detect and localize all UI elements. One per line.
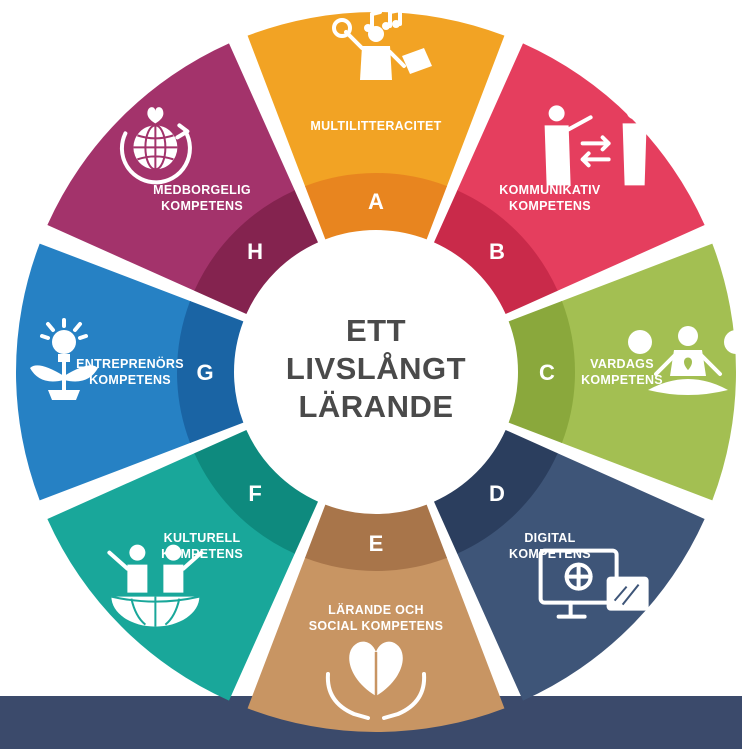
segment-inner-f — [194, 429, 319, 554]
segment-g: G ENTREPRENÖRS KOMPETENS — [15, 243, 244, 501]
segment-inner-h — [194, 190, 319, 315]
segment-e: E LÄRANDE OCH SOCIAL KOMPETENS — [247, 504, 505, 732]
segment-title: ENTREPRENÖRS — [76, 356, 184, 371]
segment-inner-g — [177, 301, 244, 443]
person-reading-music-icon — [332, 8, 432, 80]
segment-letter: H — [247, 239, 263, 264]
segment-inner-c — [508, 301, 575, 443]
segment-letter: E — [369, 531, 384, 556]
center-line-1: ETT — [346, 313, 406, 348]
segment-a: A MULTILITTERACITET — [247, 8, 505, 240]
segment-title: KOMPETENS — [581, 373, 663, 387]
segment-outer-b — [456, 43, 705, 292]
segment-b: B KOMMUNIKATIV KOMPETENS — [433, 43, 705, 315]
segment-outer-g — [15, 243, 192, 501]
center-line-3: LÄRANDE — [298, 389, 453, 424]
segment-title: KOMPETENS — [89, 373, 171, 387]
segment-inner-d — [433, 429, 558, 554]
segment-h: H MEDBORGELIG KOMPETENS — [47, 43, 319, 315]
segment-outer-e — [247, 556, 505, 732]
segment-letter: D — [489, 481, 505, 506]
segment-title: KOMPETENS — [509, 199, 591, 213]
segment-inner-e — [305, 504, 447, 571]
segment-title: MULTILITTERACITET — [310, 119, 441, 133]
segment-outer-a — [247, 11, 505, 188]
segment-outer-c — [560, 243, 736, 501]
two-people-arrows-icon — [544, 103, 647, 186]
segment-title: DIGITAL — [524, 531, 575, 545]
segment-outer-h — [47, 43, 296, 292]
segment-letter: C — [539, 360, 555, 385]
segment-title: LÄRANDE OCH — [328, 602, 424, 617]
puzzle-heart-hands-icon — [325, 641, 427, 720]
segment-title: KULTURELL — [164, 531, 241, 545]
segment-letter: B — [489, 239, 505, 264]
center-label: ETT LIVSLÅNGT LÄRANDE — [236, 232, 516, 512]
globe-heart-icon — [119, 107, 192, 185]
segment-title: KOMPETENS — [161, 199, 243, 213]
segment-letter: A — [368, 189, 384, 214]
segment-letter: F — [248, 481, 261, 506]
lightbulb-plant-icon — [30, 318, 98, 400]
segment-title: VARDAGS — [590, 357, 654, 371]
meditating-person-icon — [628, 326, 742, 395]
segment-title: SOCIAL KOMPETENS — [309, 619, 443, 633]
people-globe-icon — [107, 544, 204, 627]
center-line-2: LIVSLÅNGT — [286, 351, 466, 386]
segment-letter: G — [196, 360, 213, 385]
monitor-tablet-icon — [538, 548, 649, 619]
segment-c: C VARDAGS KOMPETENS — [508, 243, 742, 501]
segment-inner-b — [433, 190, 558, 315]
segment-title: KOMMUNIKATIV — [499, 183, 601, 197]
segment-title: MEDBORGELIG — [153, 183, 251, 197]
segment-inner-a — [305, 173, 447, 240]
